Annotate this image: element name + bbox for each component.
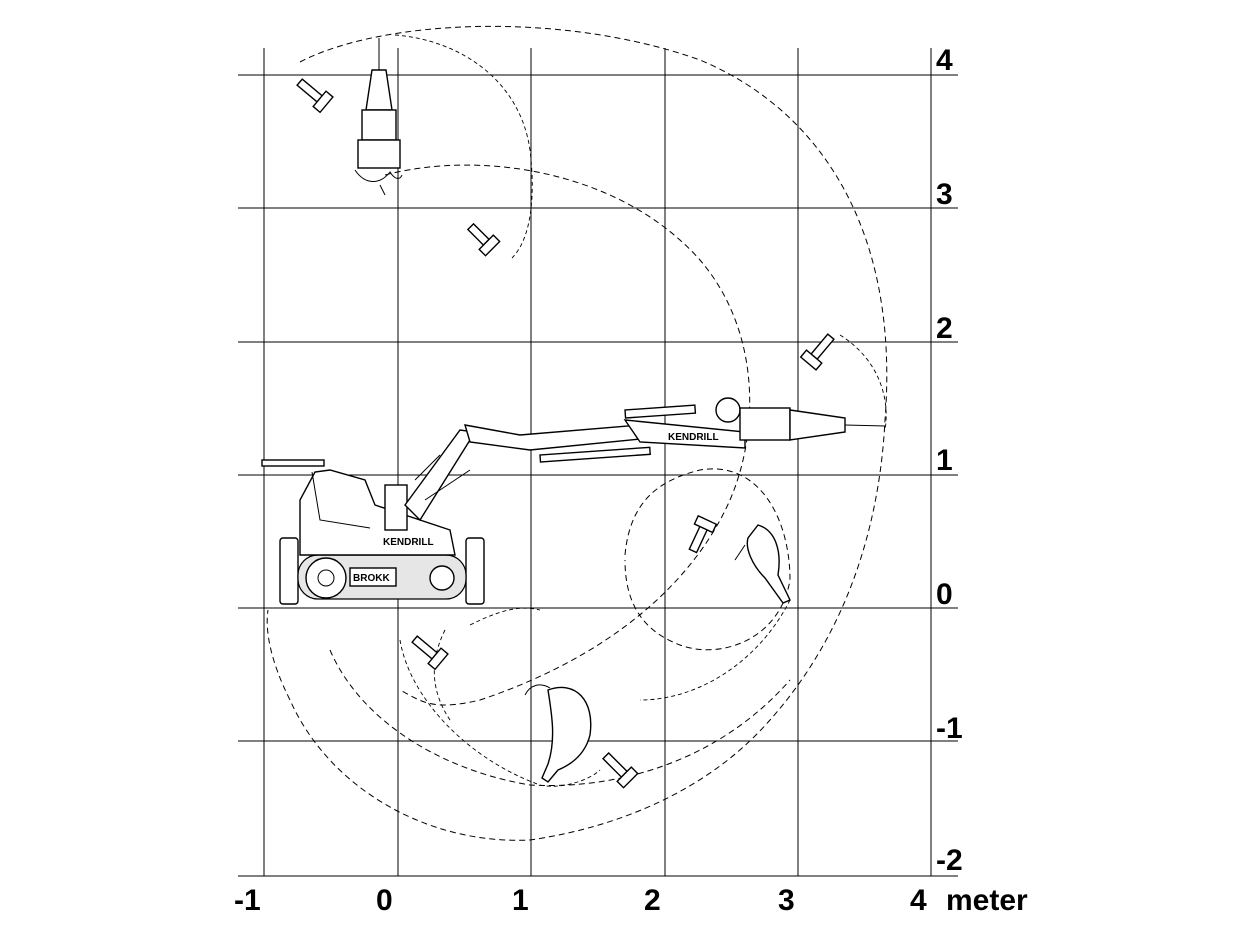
boom-main: [464, 424, 652, 451]
envelope-right-arc: [839, 334, 887, 431]
model-badge-plate: [349, 567, 397, 587]
envelope-outer: [266, 25, 888, 841]
tool-positions: [296, 38, 835, 789]
x-tick-4: 4: [910, 884, 927, 917]
bucket-lower: [524, 684, 592, 783]
brand-arm: KENDRILL: [668, 432, 719, 443]
envelope-inner: [624, 468, 791, 651]
envelope-lower-1: [329, 649, 791, 787]
y-axis-labels: 4 3 2 1 0 -1 -2: [936, 44, 963, 877]
arm-joint: [715, 397, 741, 423]
machine-body: [299, 469, 456, 556]
y-tick-1: 1: [936, 444, 953, 477]
x-tick-m1: -1: [234, 884, 261, 917]
breaker-body: [739, 407, 791, 441]
mast: [384, 484, 408, 531]
x-tick-0: 0: [376, 884, 393, 917]
y-tick-2: 2: [936, 312, 953, 345]
bucket-right: [734, 524, 791, 604]
outrigger-right: [465, 537, 485, 605]
hammer-icon-6: [602, 752, 639, 789]
envelope-lower-4: [469, 607, 541, 626]
envelope-lower-5: [639, 599, 791, 701]
x-axis-labels: -1 0 1 2 3 4 meter: [234, 884, 1028, 917]
y-tick-0: 0: [936, 578, 953, 611]
hammer-icon-1: [296, 78, 334, 114]
hammer-icon-5: [411, 635, 449, 671]
envelope-lower-3: [433, 629, 451, 721]
outrigger-left: [279, 537, 299, 605]
model-badge: BROKK: [353, 573, 390, 584]
x-tick-1: 1: [512, 884, 529, 917]
hammer-icon-4: [688, 514, 718, 554]
hammer-icon-3: [799, 333, 835, 371]
y-tick-m1: -1: [936, 712, 963, 745]
x-tick-2: 2: [644, 884, 661, 917]
breaker-top: [354, 38, 403, 196]
grid: [238, 48, 958, 877]
x-tick-3: 3: [778, 884, 795, 917]
y-tick-m2: -2: [936, 844, 963, 877]
envelope-second: [384, 164, 751, 706]
brand-track: KENDRILL: [383, 537, 434, 548]
envelope-top-arc: [394, 34, 533, 259]
reach-envelopes: [266, 25, 888, 841]
sprocket: [305, 557, 347, 599]
hammer-icon-2: [466, 222, 501, 257]
arm: [623, 419, 746, 449]
demolition-machine: BROKK KENDRILL KENDRILL: [261, 397, 886, 605]
unit-label: meter: [946, 884, 1028, 917]
y-tick-4: 4: [936, 44, 953, 77]
y-tick-3: 3: [936, 178, 953, 211]
